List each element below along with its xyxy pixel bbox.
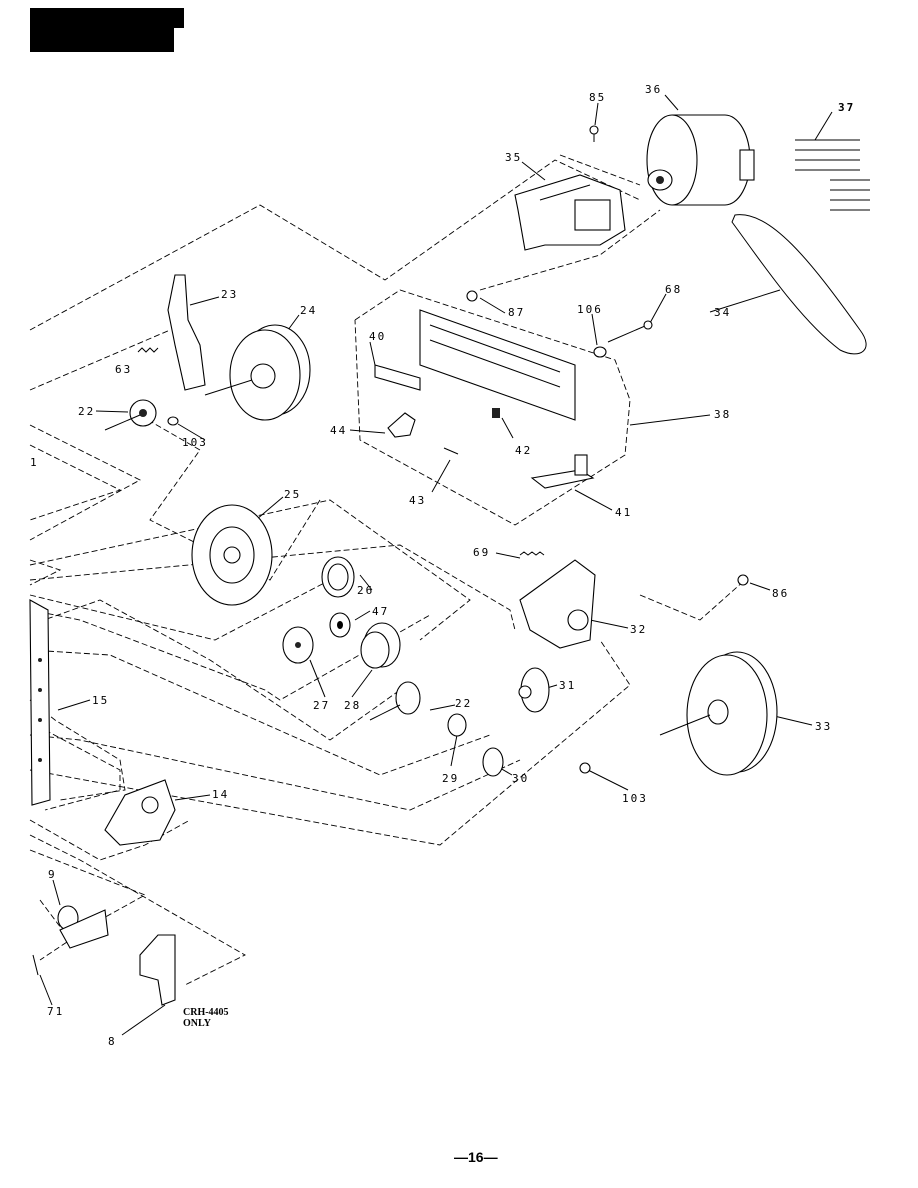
header-black-block-tail xyxy=(172,8,184,28)
callout-33: 33 xyxy=(815,720,832,733)
cam-gear-25 xyxy=(191,504,273,606)
plate-32 xyxy=(519,559,596,649)
callout-15: 15 xyxy=(92,694,109,707)
switch-44 xyxy=(387,412,416,438)
bracket-8 xyxy=(139,934,176,1006)
callout-27: 27 xyxy=(313,699,330,712)
callout-86: 86 xyxy=(772,587,789,600)
chassis-15 xyxy=(29,599,51,806)
part-42 xyxy=(492,408,500,418)
callout-26: 26 xyxy=(357,584,374,597)
washer-103b xyxy=(579,762,591,774)
callout-38: 38 xyxy=(714,408,731,421)
gear-shaft-22b xyxy=(369,681,421,721)
callout-29: 29 xyxy=(442,772,459,785)
callout-14: 14 xyxy=(212,788,229,801)
motor-36 xyxy=(646,114,755,206)
dashed-outlines xyxy=(29,154,746,986)
page-number: —16— xyxy=(454,1149,498,1165)
callout-28: 28 xyxy=(344,699,361,712)
callout-30: 30 xyxy=(512,772,529,785)
header-black-block xyxy=(30,8,174,52)
callout-1: 1 xyxy=(30,456,39,469)
pinch-roller-9 xyxy=(57,905,109,949)
screw-85 xyxy=(589,125,599,142)
wire-harness-37 xyxy=(795,139,870,211)
callout-85: 85 xyxy=(589,91,606,104)
callout-34: 34 xyxy=(714,306,731,319)
head-assembly-14 xyxy=(104,779,176,846)
screw-86 xyxy=(737,574,749,586)
callout-87: 87 xyxy=(508,306,525,319)
callout-43: 43 xyxy=(409,494,426,507)
model-note-line2: ONLY xyxy=(183,1018,212,1029)
callout-68: 68 xyxy=(665,283,682,296)
spring-69 xyxy=(519,551,545,556)
callout-35: 35 xyxy=(505,151,522,164)
bracket-35 xyxy=(514,174,626,251)
washer-47 xyxy=(329,612,351,638)
gear-27 xyxy=(282,626,314,664)
gear-26 xyxy=(321,556,355,598)
gear-shaft-22a xyxy=(104,399,157,431)
callout-63: 63 xyxy=(115,363,132,376)
flywheel-24 xyxy=(204,324,311,421)
callout-22-upper: 22 xyxy=(78,405,95,418)
callout-22-lower: 22 xyxy=(455,697,472,710)
pcb-38 xyxy=(419,309,576,421)
connector-40 xyxy=(374,364,421,391)
washer-106 xyxy=(593,346,607,358)
callout-71: 71 xyxy=(47,1005,64,1018)
gear-31 xyxy=(518,667,550,713)
callout-44: 44 xyxy=(330,424,347,437)
screw-87 xyxy=(466,290,478,302)
callout-103-lower: 103 xyxy=(622,792,648,805)
model-note-line1: CRH-4405 xyxy=(183,1007,229,1018)
flywheel-33 xyxy=(659,651,778,776)
callout-103-upper: 103 xyxy=(182,436,208,449)
spring-63 xyxy=(137,347,159,353)
gear-29 xyxy=(447,713,467,737)
gear-28 xyxy=(360,622,401,669)
callout-32: 32 xyxy=(630,623,647,636)
callout-36: 36 xyxy=(645,83,662,96)
callout-47: 47 xyxy=(372,605,389,618)
screw-68 xyxy=(607,320,653,343)
callout-31: 31 xyxy=(559,679,576,692)
callout-23: 23 xyxy=(221,288,238,301)
callout-9: 9 xyxy=(48,868,57,881)
leader-lines xyxy=(39,94,833,1036)
callout-40: 40 xyxy=(369,330,386,343)
washer-103a xyxy=(167,416,179,426)
gear-30 xyxy=(482,747,504,777)
lever-23 xyxy=(167,274,206,391)
callout-25: 25 xyxy=(284,488,301,501)
part-71 xyxy=(32,954,39,976)
callout-42: 42 xyxy=(515,444,532,457)
callouts: 85 36 37 35 23 24 87 106 68 63 40 34 22 … xyxy=(30,83,855,1048)
belt-34 xyxy=(731,214,867,355)
callout-106: 106 xyxy=(577,303,603,316)
spring-43 xyxy=(443,447,459,455)
callout-24: 24 xyxy=(300,304,317,317)
model-note: CRH-4405 ONLY xyxy=(183,1007,229,1029)
callout-8: 8 xyxy=(108,1035,117,1048)
callout-41: 41 xyxy=(615,506,632,519)
slide-41 xyxy=(530,454,595,489)
callout-37: 37 xyxy=(838,101,855,114)
callout-69: 69 xyxy=(473,546,490,559)
